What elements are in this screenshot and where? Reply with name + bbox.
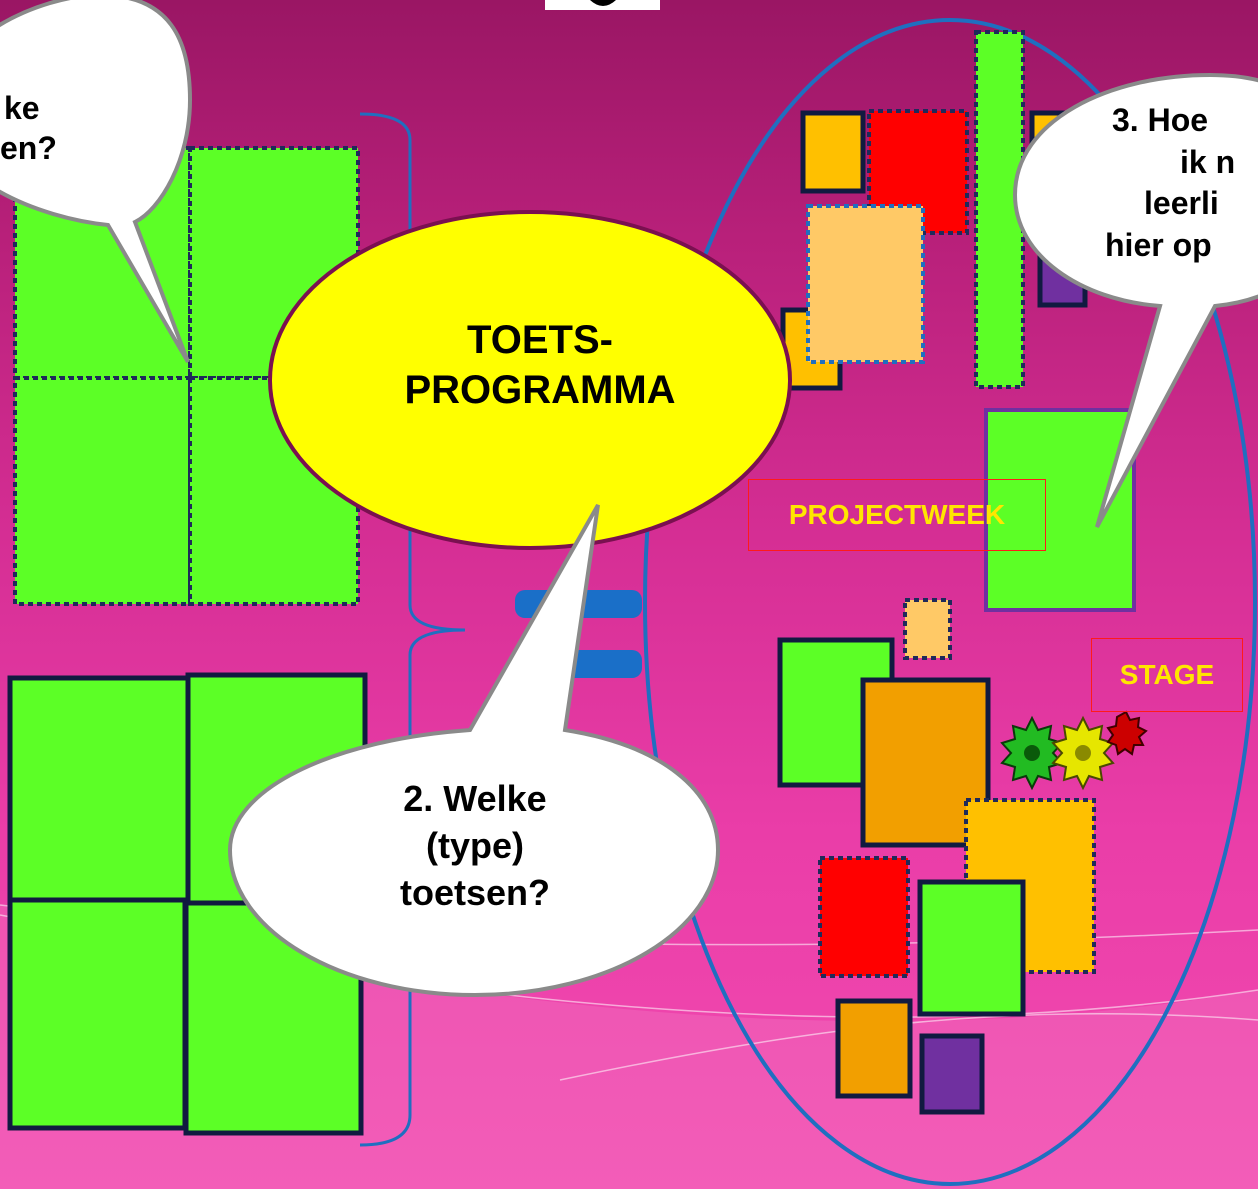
bubble-bottom-text: 2. Welke (type) toetsen? [330,776,620,916]
speech-bubble-bottom [227,504,721,998]
stage-tag: STAGE [1091,638,1243,712]
gears-icon [1000,710,1148,791]
bubble-right-line-3: leerli [1144,185,1219,222]
bubble-right-text: 3. Hoe ik n leerli hier op [1100,100,1258,266]
top-tab-mark [590,0,616,6]
bubble-right-line-2: ik n [1180,143,1236,180]
scope-ellipse [643,18,1257,1186]
center-label-line-2: PROGRAMMA [404,368,676,412]
right-upper-cluster [780,30,1136,612]
speech-bubble-right [1012,72,1258,528]
bubble-bottom-line-3: toetsen? [399,871,550,913]
bubble-left-text: ke en? [0,88,110,168]
center-label: TOETS- PROGRAMMA [340,315,740,415]
bubble-left-line-2: en? [0,130,57,166]
right-lower-cluster [777,598,1096,1115]
toetsprogramma-ellipse [268,210,792,550]
projectweek-tag: PROJECTWEEK [748,479,1046,551]
speech-bubble-left [0,0,193,364]
bubble-bottom-line-1: 2. Welke [403,778,547,819]
bubble-right-line-1: 3. Hoe [1112,102,1209,138]
bubble-left-line-1: ke [4,90,40,126]
center-label-line-1: TOETS- [467,318,613,362]
bubble-right-line-4: hier op [1105,226,1212,263]
bubble-bottom-line-2: (type) [426,824,524,866]
curly-brace [359,112,466,1147]
